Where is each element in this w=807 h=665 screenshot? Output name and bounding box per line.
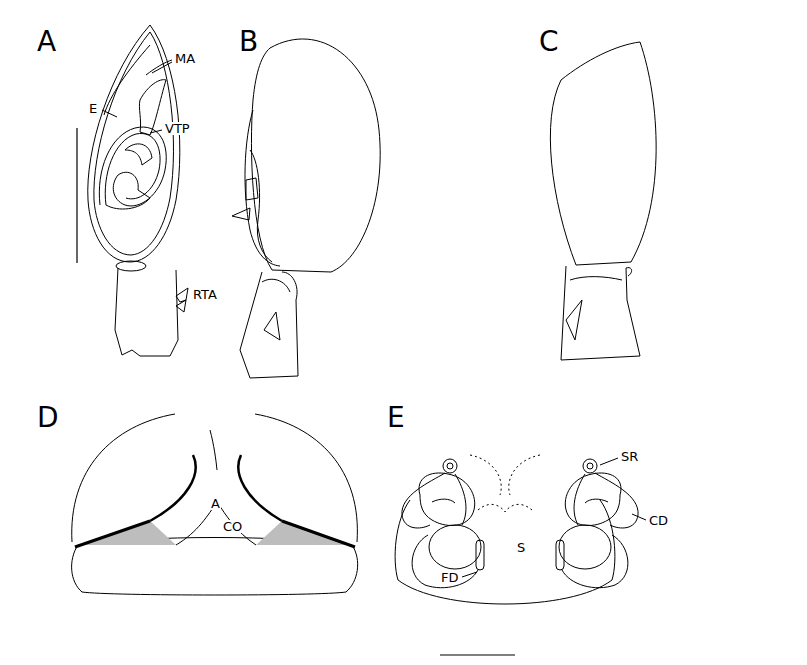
panel-letter: E [386,404,406,432]
panel-letter: B [238,28,259,56]
part-label: CO [222,520,243,533]
panel-letter: A [36,28,57,56]
part-label: E [88,102,98,115]
part-label: VTP [164,122,191,135]
part-label: RTA [192,288,218,301]
part-label: S [516,541,526,554]
panel-letter: C [538,28,560,56]
panel-letter: D [36,404,60,432]
part-label: SR [620,450,639,463]
part-label: MA [174,52,196,65]
part-label: FD [440,571,460,584]
part-label: A [210,497,221,510]
part-label: CD [648,514,669,527]
